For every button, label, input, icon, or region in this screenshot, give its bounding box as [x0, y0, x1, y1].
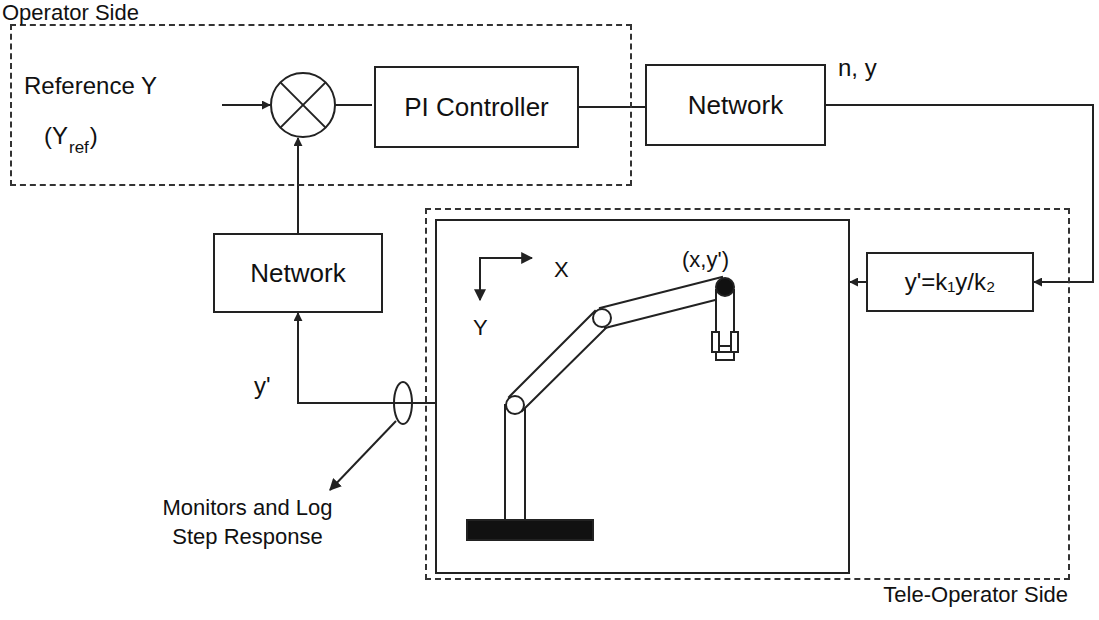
box-label: Network: [250, 258, 345, 289]
scaling-box: y'=k₁y/k₂: [866, 252, 1034, 312]
controller-box: PI Controller: [374, 66, 579, 148]
axis-label: Y: [473, 315, 488, 341]
box-label: y'=k₁y/k₂: [905, 268, 996, 296]
network-box: Network: [213, 233, 383, 313]
input-label: Reference Y: [24, 72, 157, 100]
error-wire: [335, 104, 372, 106]
signal-wire: [298, 313, 435, 403]
box-label: Network: [688, 90, 783, 121]
input-label: (Y: [44, 122, 68, 150]
network-box: Network: [645, 64, 826, 146]
input-label: ): [90, 122, 98, 150]
note-label: Monitors and Log Step Response: [140, 494, 355, 551]
operator-region: Operator SidePI Controller: [10, 24, 632, 186]
axis-label: X: [554, 257, 569, 283]
robot-arm: [467, 257, 738, 540]
signal-label: n, y: [836, 54, 879, 82]
reference-wire: [222, 104, 270, 106]
leader-line: [330, 421, 396, 490]
teleoperator-region: Tele-Operator SideXY(x,y')y'=k₁y/k₂: [425, 208, 1070, 580]
subscript: ref: [69, 138, 89, 158]
robot-frame: X Y (x,y'): [435, 219, 850, 574]
region-title: Operator Side: [2, 0, 139, 26]
signal-wire: [579, 106, 645, 108]
summing-junction: [271, 73, 335, 137]
box-label: PI Controller: [404, 92, 549, 123]
signal-label: y': [252, 372, 273, 400]
axis-label: (x,y'): [682, 247, 729, 273]
signal-wire: [850, 281, 866, 283]
region-title: Tele-Operator Side: [883, 582, 1068, 608]
